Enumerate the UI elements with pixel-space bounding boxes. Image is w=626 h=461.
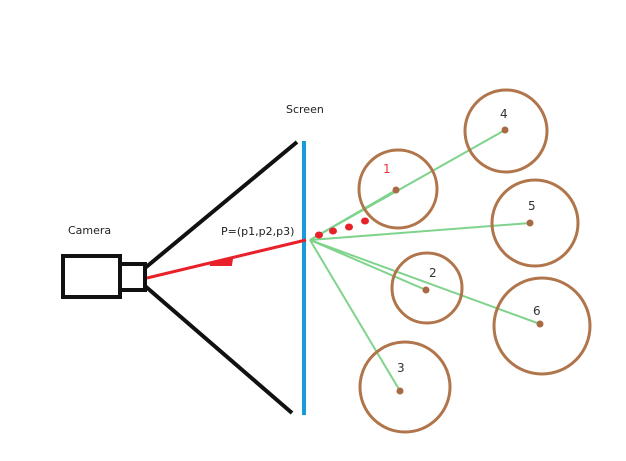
green-rays — [309, 129, 541, 392]
sphere-center — [392, 186, 400, 194]
sphere-6: 6 — [492, 276, 592, 376]
sphere-center — [536, 320, 544, 328]
sphere-label-6: 6 — [533, 304, 541, 318]
ray-dot — [361, 217, 369, 225]
camera-ray — [146, 238, 307, 280]
ray-dot — [345, 223, 353, 231]
point-label: P=(p1,p2,p3) — [221, 225, 294, 238]
green-ray-to-6 — [309, 239, 541, 325]
sphere-label-2: 2 — [429, 266, 437, 280]
camera-lens — [118, 262, 147, 292]
frustum-top-line — [143, 140, 299, 270]
camera — [61, 254, 147, 299]
sphere-outline — [463, 88, 549, 174]
green-ray-to-2 — [309, 239, 427, 291]
green-ray-to-5 — [309, 222, 531, 241]
frustum-bottom-line — [143, 284, 294, 415]
sphere-center — [501, 126, 509, 134]
sphere-outline — [358, 340, 452, 434]
camera-label: Camera — [68, 224, 111, 237]
sphere-label-3: 3 — [397, 361, 405, 375]
sphere-outline — [390, 251, 464, 325]
ray-dot — [329, 227, 337, 235]
sphere-outline — [490, 178, 580, 268]
sphere-3: 3 — [358, 340, 452, 434]
sphere-label-1: 1 — [383, 162, 391, 176]
sphere-outline — [357, 148, 439, 230]
ray-dot — [315, 231, 323, 239]
sphere-2: 2 — [390, 251, 464, 325]
sphere-outline — [492, 276, 592, 376]
ray-sample-dots — [315, 217, 369, 239]
green-ray-to-4 — [309, 129, 506, 241]
green-ray-to-3 — [309, 239, 401, 392]
sphere-center — [396, 387, 404, 395]
sphere-label-4: 4 — [500, 107, 508, 121]
sphere-label-5: 5 — [528, 199, 536, 213]
screen-label: Screen — [286, 103, 324, 116]
sphere-center — [422, 286, 430, 294]
camera-ray-arrow — [209, 257, 234, 266]
camera-body — [61, 254, 122, 299]
sphere-4: 4 — [463, 88, 549, 174]
sphere-5: 5 — [490, 178, 580, 268]
sphere-center — [526, 219, 534, 227]
sphere-1: 1 — [357, 148, 439, 230]
